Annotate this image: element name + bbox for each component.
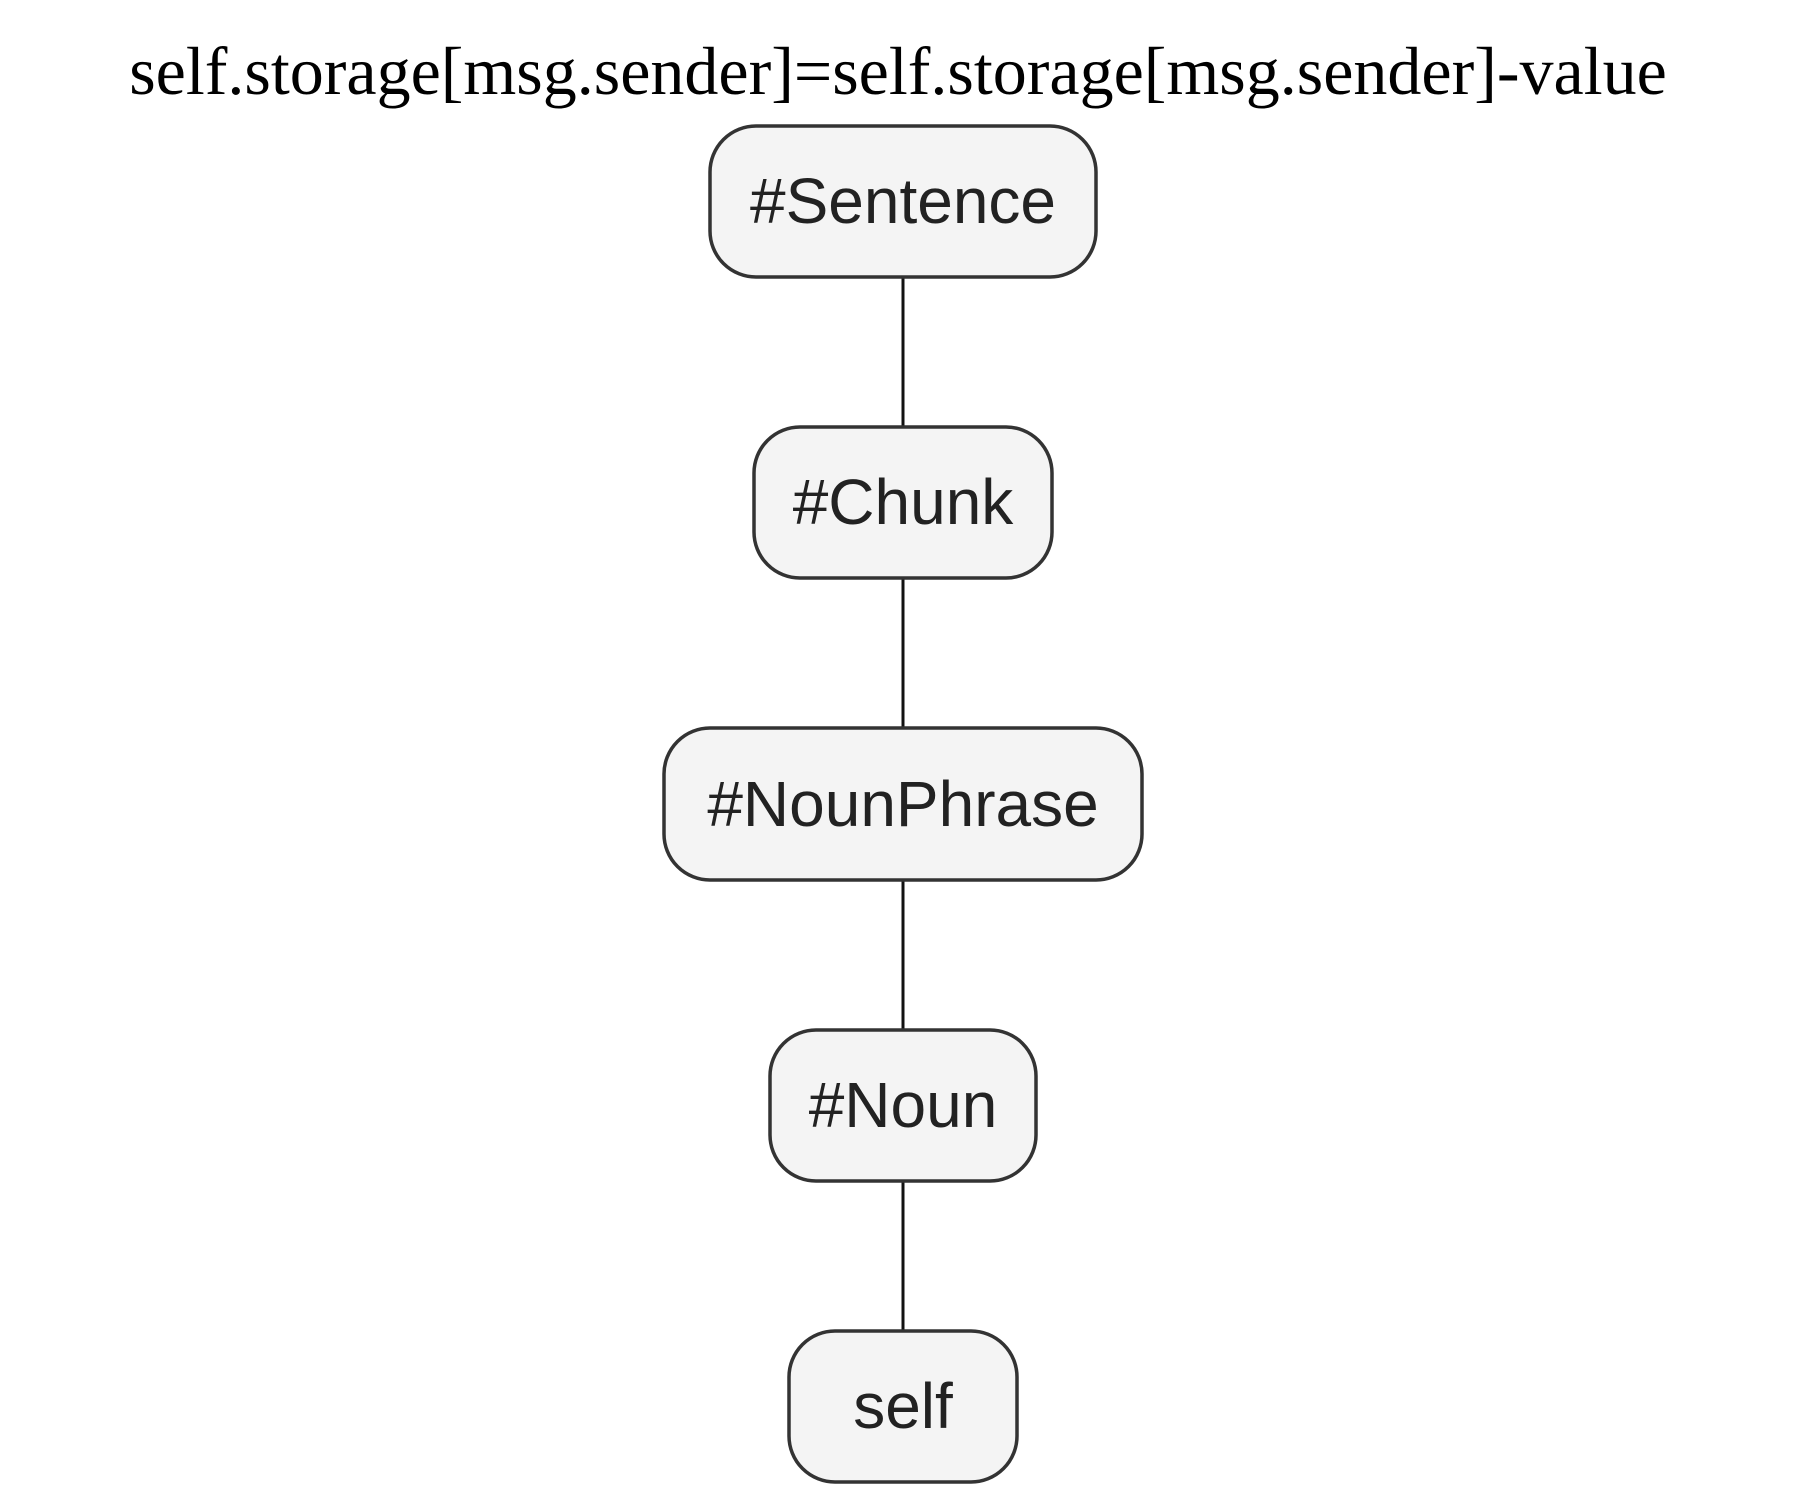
node-chunk: #Chunk (752, 425, 1054, 580)
node-nounphrase: #NounPhrase (662, 726, 1144, 882)
node-noun-box (768, 1028, 1038, 1183)
node-noun-label: #Noun (809, 1069, 998, 1141)
node-nounphrase-label: #NounPhrase (707, 768, 1098, 840)
node-nounphrase-box (662, 726, 1144, 882)
node-sentence-box (708, 124, 1098, 279)
node-noun: #Noun (768, 1028, 1038, 1183)
node-sentence-label: #Sentence (750, 165, 1056, 237)
node-chunk-label: #Chunk (793, 466, 1015, 538)
node-self-label: self (853, 1370, 953, 1442)
node-self-box (787, 1329, 1019, 1484)
diagram-title: self.storage[msg.sender]=self.storage[ms… (129, 33, 1667, 109)
node-chunk-box (752, 425, 1054, 580)
node-sentence: #Sentence (708, 124, 1098, 279)
node-self: self (787, 1329, 1019, 1484)
